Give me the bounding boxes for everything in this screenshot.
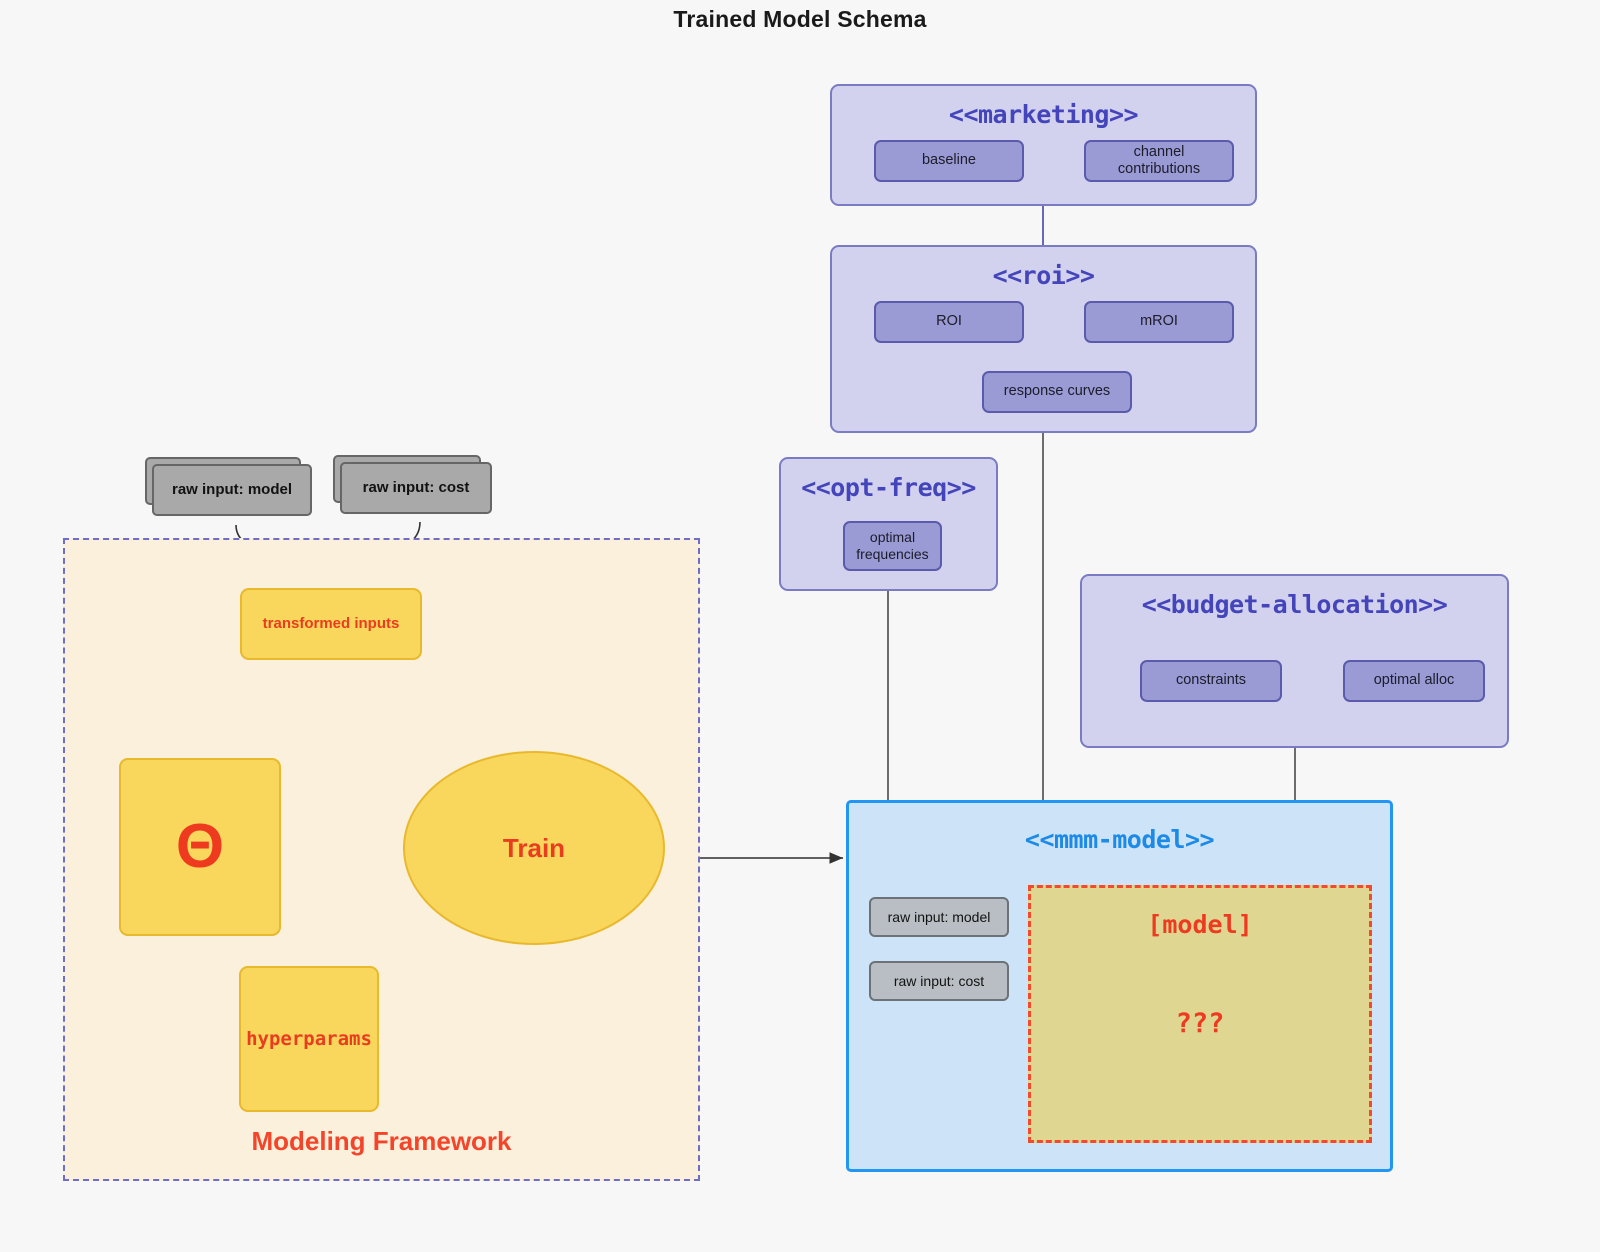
raw-input-cost-label: raw input: cost [362, 479, 470, 497]
opt-freq-node-optimal-frequencies-label: optimal frequencies [848, 529, 936, 562]
package-budget-allocation[interactable]: <<budget-allocation>> constraints optima… [1080, 574, 1509, 748]
model-placeholder-title: [model] [1147, 910, 1253, 939]
modeling-framework-label: Modeling Framework [251, 1126, 512, 1156]
roi-node-response-curves[interactable]: response curves [975, 364, 1132, 413]
page-title: Trained Model Schema [673, 6, 927, 32]
opt-freq-node-optimal-frequencies[interactable]: optimal frequencies [836, 514, 942, 571]
roi-node-roi[interactable]: ROI [867, 294, 1024, 343]
transformed-inputs-node[interactable]: transformed inputs [233, 581, 422, 660]
raw-input-model-node[interactable]: raw input: model [145, 457, 312, 516]
raw-input-model-label: raw input: model [172, 481, 292, 499]
marketing-node-channel-contributions[interactable]: channel contributions [1077, 133, 1234, 182]
theta-symbol: Θ [175, 812, 225, 881]
package-opt-freq-title: <<opt-freq>> [801, 473, 976, 502]
package-marketing-title: <<marketing>> [948, 100, 1139, 129]
roi-node-response-curves-label: response curves [1003, 383, 1111, 400]
hyperparams-label: hyperparams [246, 1027, 372, 1050]
budget-node-constraints[interactable]: constraints [1133, 653, 1282, 702]
model-placeholder-question: ??? [1175, 1008, 1225, 1039]
roi-node-roi-label: ROI [936, 313, 962, 330]
mmm-raw-input-model-node[interactable]: raw input: model [864, 892, 1009, 937]
package-opt-freq[interactable]: <<opt-freq>> optimal frequencies [779, 457, 998, 591]
transformed-inputs-label: transformed inputs [262, 615, 400, 633]
roi-node-mroi[interactable]: mROI [1077, 294, 1234, 343]
mmm-raw-input-cost-node[interactable]: raw input: cost [864, 956, 1009, 1001]
marketing-node-baseline-label: baseline [921, 152, 976, 169]
optimal-frequencies-line2: frequencies [856, 546, 929, 562]
optimal-frequencies-line1: optimal [869, 529, 916, 546]
train-label: Train [502, 832, 566, 863]
budget-node-optimal-alloc-label: optimal alloc [1373, 672, 1455, 689]
theta-node[interactable]: Θ [112, 751, 281, 936]
package-roi[interactable]: <<roi>> ROI mROI response curves [830, 245, 1257, 433]
package-roi-title: <<roi>> [992, 261, 1095, 290]
package-marketing[interactable]: <<marketing>> baseline channel contribut… [830, 84, 1257, 206]
package-budget-allocation-title: <<budget-allocation>> [1141, 590, 1448, 619]
mmm-raw-input-model-label: raw input: model [887, 908, 991, 925]
package-mmm-model-title: <<mmm-model>> [1024, 825, 1215, 854]
mmm-raw-input-cost-label: raw input: cost [893, 972, 985, 989]
train-ellipse[interactable]: Train [403, 751, 665, 945]
model-placeholder-box[interactable]: [model] ??? [1028, 885, 1372, 1143]
marketing-node-baseline[interactable]: baseline [867, 133, 1024, 182]
hyperparams-node[interactable]: hyperparams [232, 959, 379, 1112]
package-mmm-model[interactable]: <<mmm-model>> raw input: model raw input… [846, 800, 1393, 1172]
raw-input-cost-node[interactable]: raw input: cost [333, 455, 492, 514]
roi-node-mroi-label: mROI [1140, 313, 1178, 330]
budget-node-optimal-alloc[interactable]: optimal alloc [1336, 653, 1485, 702]
budget-node-constraints-label: constraints [1175, 672, 1247, 689]
marketing-node-channel-contributions-label: channel contributions [1117, 143, 1201, 177]
